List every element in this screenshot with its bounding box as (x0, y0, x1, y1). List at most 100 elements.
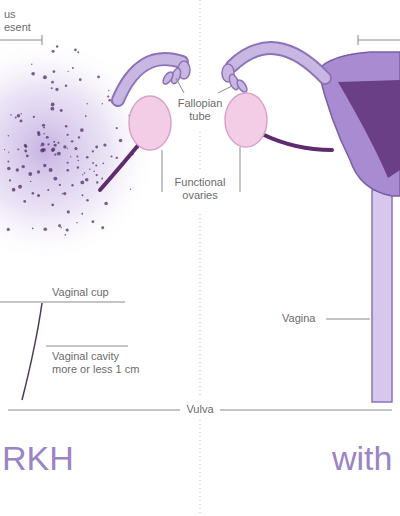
haze-dot (76, 222, 77, 223)
haze-dot (26, 155, 29, 158)
haze-dot (51, 103, 55, 107)
haze-dot (51, 81, 54, 84)
haze-dot (37, 131, 40, 134)
haze-dot (77, 166, 79, 168)
haze-dot (7, 161, 9, 163)
haze-dot (59, 184, 61, 186)
haze-dot (72, 67, 74, 69)
haze-dot (93, 170, 95, 172)
haze-dot (7, 167, 11, 171)
haze-dot (82, 194, 84, 196)
divider (200, 0, 201, 516)
haze-dot (51, 204, 54, 207)
haze-dot (41, 143, 45, 147)
haze-dot (4, 149, 5, 150)
haze-dot (8, 152, 9, 153)
haze-dot (53, 141, 55, 143)
haze-dot (43, 164, 46, 167)
uterus (318, 52, 400, 402)
vagina-canal (372, 190, 392, 402)
haze-dot (23, 200, 26, 203)
part-label: Vagina (282, 312, 322, 325)
haze-dot (57, 152, 61, 156)
haze-dot (53, 70, 56, 73)
haze-dot (86, 199, 89, 202)
haze-dot (42, 148, 46, 152)
haze-dot (37, 170, 40, 173)
haze-dot (89, 169, 90, 170)
haze-dot (111, 156, 113, 158)
haze-dot (32, 192, 35, 195)
haze-dot (24, 145, 27, 148)
haze-dot (21, 165, 24, 168)
haze-dot (81, 213, 83, 215)
haze-dot (76, 155, 78, 157)
haze-dot (74, 49, 77, 52)
haze-dot (18, 185, 22, 189)
haze-dot (92, 220, 95, 223)
haze-dot (67, 148, 68, 149)
haze-dot (102, 163, 104, 165)
haze-dot (62, 193, 63, 194)
haze-dot (103, 143, 106, 146)
haze-dot (53, 177, 57, 181)
ovary (225, 93, 267, 147)
haze-dot (78, 136, 80, 138)
haze-dot (116, 157, 118, 159)
haze-dot (67, 210, 70, 213)
haze-dot (20, 113, 21, 114)
haze-dot (49, 168, 53, 172)
haze-dot (95, 146, 98, 149)
haze-dot (33, 116, 35, 118)
haze-dot (9, 179, 11, 181)
haze-dot (24, 150, 27, 153)
part-label: Vulva (180, 403, 220, 416)
haze-dot (12, 188, 16, 192)
haze-dot (101, 226, 104, 229)
haze-dot (43, 227, 47, 231)
haze-dot (43, 75, 47, 79)
haze-dot (60, 109, 63, 112)
haze-dot (37, 194, 40, 197)
haze-dot (65, 125, 68, 128)
haze-dot (101, 178, 103, 180)
part-label: Functional ovaries (165, 176, 235, 202)
haze-dot (67, 71, 68, 72)
haze-dot (17, 114, 21, 118)
haze-dot (96, 174, 98, 176)
haze-dot (65, 85, 67, 87)
haze-dot (97, 76, 100, 79)
haze-dot (28, 172, 32, 176)
ovary (129, 96, 171, 150)
haze-dot (43, 127, 45, 129)
haze-dot (71, 140, 73, 142)
haze-dot (32, 228, 34, 230)
haze-dot (8, 135, 10, 137)
haze-dot (116, 127, 118, 129)
haze-dot (80, 181, 84, 185)
region-label: us esent (4, 8, 34, 34)
leader-line (0, 78, 392, 410)
haze-dot (85, 115, 87, 117)
haze-dot (43, 133, 44, 134)
haze-dot (85, 178, 89, 182)
haze-dot (51, 148, 55, 152)
haze-dot (58, 224, 61, 227)
haze-dot (66, 134, 68, 136)
bracket (0, 35, 400, 45)
haze-dot (119, 139, 123, 143)
haze-dot (51, 149, 54, 152)
haze-dot (87, 103, 88, 104)
haze-dot (71, 184, 73, 186)
haze-dot (108, 90, 109, 91)
haze-dot (104, 202, 108, 206)
haze-dot (42, 124, 45, 127)
heading-label: RKH (2, 438, 92, 479)
haze-dot (57, 142, 59, 144)
haze-dot (31, 72, 35, 76)
heading-label: with (332, 438, 398, 479)
haze-dot (64, 234, 66, 236)
haze-dot (66, 169, 69, 172)
haze-dot (52, 50, 55, 53)
haze-dot (54, 154, 56, 156)
